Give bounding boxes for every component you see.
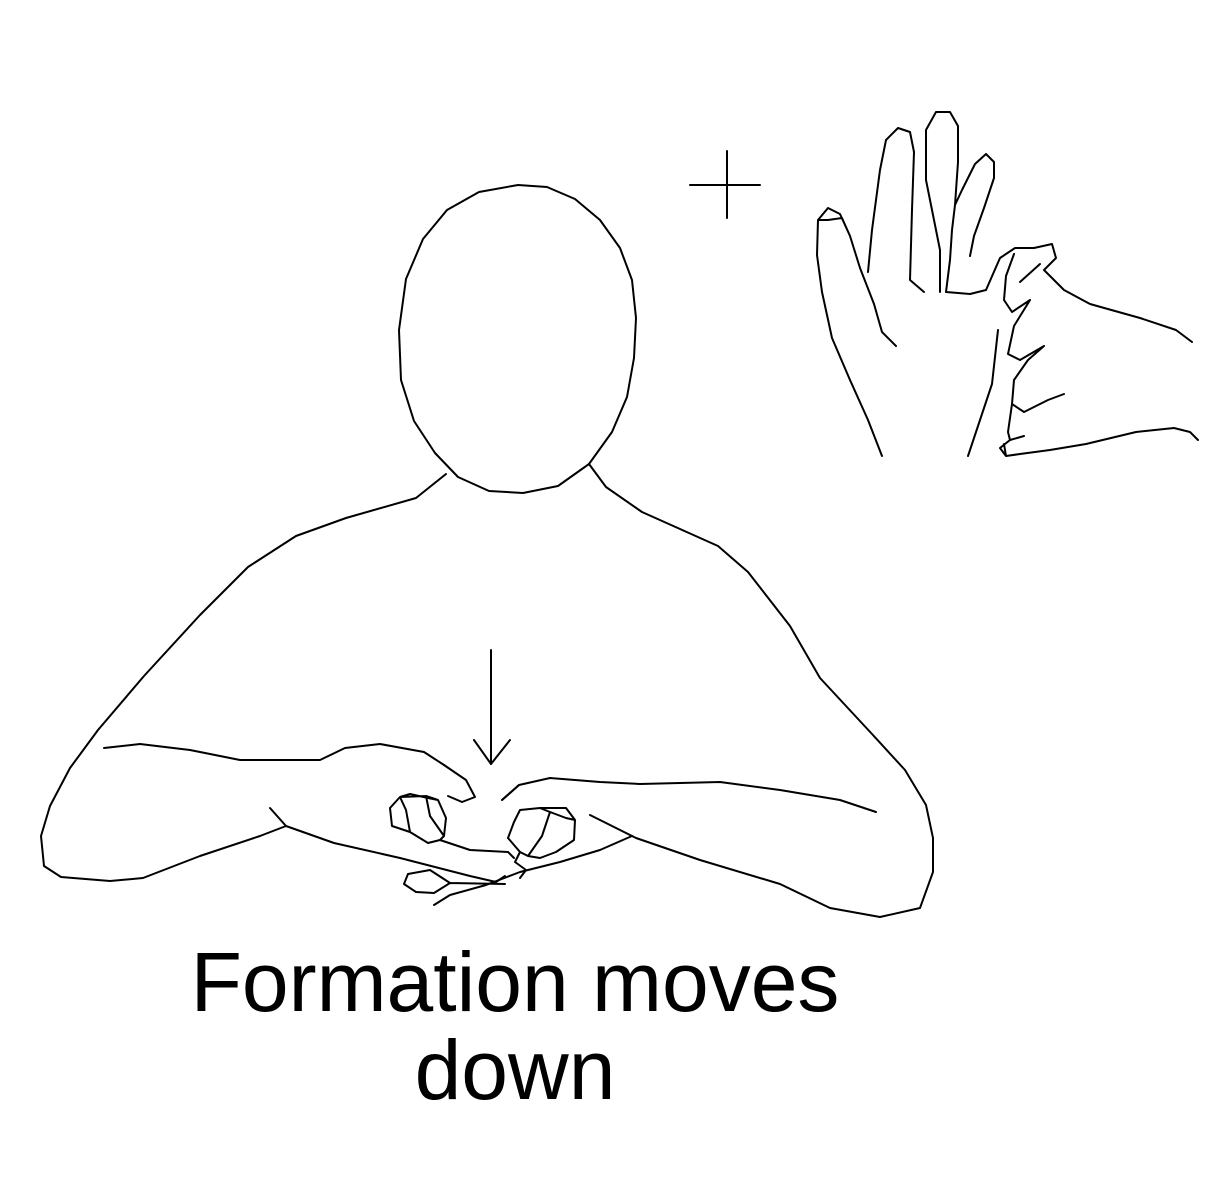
caption-line-1: Formation moves [190, 935, 840, 1029]
signer-right-forearm [501, 777, 877, 813]
signer-left-forearm [103, 743, 445, 766]
signer-right-hand [501, 784, 576, 879]
signer-left-shoulder-arm [40, 473, 447, 882]
signer-left-forearm-cuff [269, 807, 506, 883]
signer-left-hand [389, 764, 476, 844]
signer-thumbs [403, 839, 515, 894]
signer-right-shoulder-arm [588, 463, 934, 918]
inset-open-hand [816, 111, 999, 457]
inset-pinching-hand [985, 243, 1199, 457]
signer-head [398, 184, 637, 494]
signer-right-forearm-base [433, 835, 633, 906]
caption-line-2: down [414, 1023, 616, 1117]
movement-arrow-head [473, 739, 511, 765]
